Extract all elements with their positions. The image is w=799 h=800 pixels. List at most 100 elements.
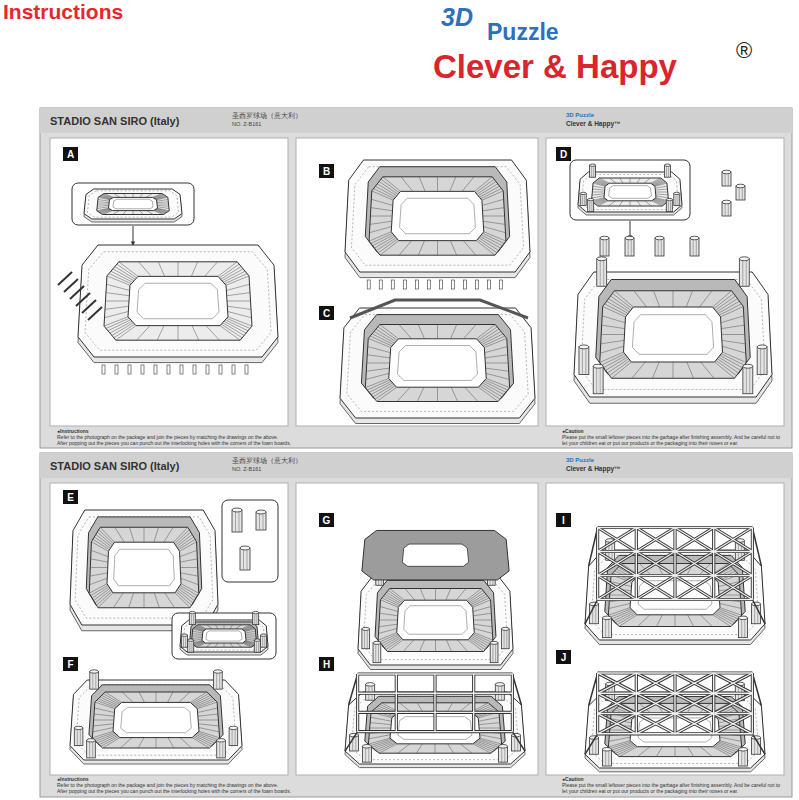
line-art	[473, 607, 491, 612]
model-name: STADIO SAN SIRO (Italy)	[50, 460, 179, 473]
line-art	[154, 527, 159, 542]
line-art	[739, 749, 748, 766]
line-art	[100, 697, 118, 706]
line-art	[675, 576, 714, 600]
model-name-chinese: 圣西罗球场（意大利）	[232, 112, 302, 119]
line-art	[742, 261, 743, 287]
line-art	[492, 645, 493, 663]
line-art	[605, 751, 606, 766]
note-text: After popping out the pieces you can pun…	[57, 441, 291, 447]
line-art	[636, 528, 675, 552]
line-art	[462, 177, 474, 192]
line-art	[236, 643, 242, 647]
line-art	[217, 740, 226, 758]
line-art	[226, 276, 249, 285]
line-art	[574, 272, 772, 397]
line-art	[478, 239, 497, 253]
line-art	[405, 589, 415, 601]
line-art	[636, 528, 637, 600]
line-art	[75, 517, 213, 618]
step-letter: A	[67, 149, 74, 160]
line-art	[256, 642, 257, 652]
line-art	[479, 238, 499, 251]
line-art	[403, 280, 406, 289]
line-art	[668, 202, 669, 212]
line-art	[197, 625, 206, 629]
line-art	[98, 200, 109, 202]
step-letter: H	[323, 659, 330, 670]
line-art	[714, 552, 753, 576]
line-art	[644, 178, 651, 183]
line-art	[690, 236, 699, 240]
line-art	[113, 199, 153, 209]
line-art	[612, 743, 632, 751]
line-art	[675, 576, 714, 600]
line-art	[379, 628, 397, 633]
line-art	[387, 592, 403, 602]
line-art	[636, 528, 675, 552]
line-art	[715, 612, 734, 622]
line-art	[214, 670, 223, 673]
line-art	[357, 674, 358, 732]
line-art	[164, 527, 173, 542]
line-art	[656, 615, 662, 627]
line-art	[598, 552, 637, 576]
line-art	[156, 738, 157, 748]
line-art	[418, 241, 424, 256]
line-art	[437, 177, 438, 192]
line-art	[358, 693, 513, 694]
line-art	[588, 200, 594, 212]
line-art	[123, 194, 126, 198]
line-art	[664, 164, 670, 166]
line-art	[666, 200, 672, 212]
line-art	[481, 384, 502, 397]
line-art	[609, 603, 630, 608]
line-art	[87, 740, 96, 758]
line-art	[582, 195, 583, 205]
line-art	[364, 631, 365, 649]
line-art	[693, 240, 694, 256]
line-art	[580, 192, 586, 194]
line-art	[546, 483, 784, 775]
line-art	[604, 355, 626, 367]
line-art	[50, 138, 288, 426]
line-art	[593, 366, 603, 394]
line-art	[473, 620, 491, 621]
line-art	[245, 631, 255, 633]
line-art	[598, 693, 637, 713]
line-art	[634, 291, 647, 307]
line-art	[722, 346, 746, 353]
line-art	[196, 734, 215, 743]
line-art	[380, 600, 398, 607]
line-art	[601, 340, 624, 343]
line-art	[600, 238, 609, 256]
line-art	[674, 673, 675, 734]
line-art	[718, 301, 740, 313]
line-art	[630, 201, 631, 206]
line-art	[636, 714, 675, 734]
line-art	[675, 673, 714, 693]
line-art	[180, 738, 192, 748]
line-art	[636, 673, 675, 693]
line-art	[752, 734, 765, 755]
line-art	[480, 236, 500, 248]
line-art	[744, 620, 745, 638]
line-art	[87, 191, 178, 217]
line-art	[198, 708, 218, 712]
line-art	[600, 368, 601, 394]
line-art	[588, 198, 594, 200]
line-art	[479, 186, 499, 197]
line-art	[482, 334, 503, 345]
line-art	[658, 240, 659, 256]
line-art	[463, 280, 466, 289]
line-art	[652, 362, 659, 378]
line-art	[713, 528, 714, 600]
line-art	[598, 714, 637, 734]
line-art	[368, 347, 391, 353]
line-art	[716, 360, 737, 375]
line-art	[90, 578, 108, 584]
line-art	[90, 672, 99, 690]
line-art	[77, 730, 78, 746]
line-art	[675, 693, 714, 713]
line-art	[70, 286, 84, 299]
